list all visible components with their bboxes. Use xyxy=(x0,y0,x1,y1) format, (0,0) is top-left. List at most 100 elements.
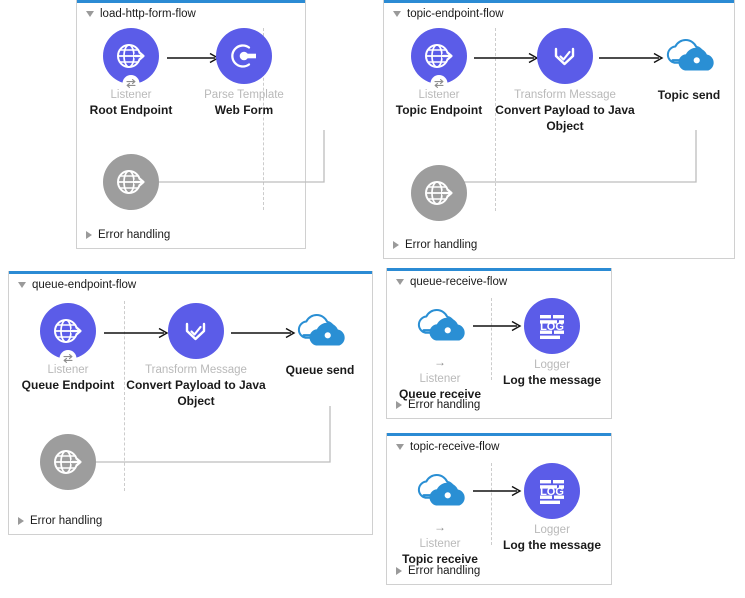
node-bubble[interactable] xyxy=(216,28,272,84)
flow-title: topic-receive-flow xyxy=(410,441,500,453)
node-subtitle: Listener xyxy=(418,89,460,101)
log-icon: LOG xyxy=(540,315,564,339)
listener-arrow-badge-icon: → xyxy=(434,520,446,534)
connector-arrow xyxy=(473,485,522,497)
panel-accent-bar xyxy=(77,0,305,3)
flow-node[interactable]: Parse Template Web Form xyxy=(169,28,319,119)
node-name: Topic Endpoint xyxy=(395,103,483,118)
node-subtitle: Transform Message xyxy=(145,364,247,376)
node-bubble[interactable] xyxy=(411,28,467,92)
node-subtitle: Listener xyxy=(419,538,461,550)
error-handling-label: Error handling xyxy=(408,565,481,577)
globe-listener-icon xyxy=(117,44,148,68)
node-bubble[interactable] xyxy=(412,298,468,354)
panel-accent-bar xyxy=(387,268,611,271)
panel-header[interactable]: queue-endpoint-flow xyxy=(9,274,372,295)
panel-header[interactable]: topic-receive-flow xyxy=(387,436,611,457)
panel-header[interactable]: load-http-form-flow xyxy=(77,3,305,24)
globe-error-icon xyxy=(425,181,456,205)
flow-node[interactable]: Listener Root Endpoint xyxy=(56,28,206,119)
node-bubble[interactable] xyxy=(537,28,593,84)
error-handling-footer[interactable]: Error handling xyxy=(77,229,305,248)
expand-triangle-right-icon[interactable] xyxy=(18,517,24,525)
cloud-receive-icon xyxy=(417,474,465,506)
error-handling-label: Error handling xyxy=(30,515,103,527)
parse-template-icon xyxy=(231,44,256,68)
node-name: Convert Payload to Java Object xyxy=(495,103,635,133)
flow-node[interactable]: LOG Logger Log the message xyxy=(477,463,627,554)
node-bubble[interactable] xyxy=(412,463,468,519)
panel-accent-bar xyxy=(387,433,611,436)
flow-node[interactable]: Transform Message Convert Payload to Jav… xyxy=(121,303,271,409)
connector-arrow xyxy=(599,52,664,64)
flow-panel-topic-receive-flow[interactable]: topic-receive-flow → Listener Topic rece… xyxy=(386,433,612,585)
flow-divider xyxy=(263,28,264,210)
flow-node-error[interactable] xyxy=(364,165,514,221)
panel-header[interactable]: topic-endpoint-flow xyxy=(384,3,734,24)
flow-node[interactable]: → Listener Queue receive xyxy=(365,298,515,403)
node-bubble[interactable] xyxy=(168,303,224,359)
error-handling-footer[interactable]: Error handling xyxy=(387,565,611,584)
node-bubble[interactable] xyxy=(661,28,717,84)
node-subtitle: Logger xyxy=(534,524,570,536)
flow-divider xyxy=(495,28,496,211)
flow-node-error[interactable] xyxy=(56,154,206,210)
node-subtitle: Parse Template xyxy=(204,89,284,101)
log-icon: LOG xyxy=(540,480,564,504)
node-bubble[interactable] xyxy=(103,154,159,210)
transform-message-icon xyxy=(554,47,575,66)
node-bubble[interactable]: LOG xyxy=(524,463,580,519)
collapse-triangle-down-icon[interactable] xyxy=(396,444,404,450)
node-name: Topic receive xyxy=(402,552,478,567)
node-subtitle: Listener xyxy=(419,373,461,385)
node-bubble[interactable] xyxy=(103,28,159,92)
flow-panel-topic-endpoint-flow[interactable]: topic-endpoint-flow xyxy=(383,0,735,259)
flow-node[interactable]: Transform Message Convert Payload to Jav… xyxy=(490,28,640,134)
node-name: Queue receive xyxy=(398,387,482,402)
flow-panel-queue-endpoint-flow[interactable]: queue-endpoint-flow xyxy=(8,271,373,535)
expand-triangle-right-icon[interactable] xyxy=(86,231,92,239)
collapse-triangle-down-icon[interactable] xyxy=(86,11,94,17)
flow-node[interactable]: Topic send xyxy=(614,28,745,103)
collapse-triangle-down-icon[interactable] xyxy=(393,11,401,17)
node-bubble[interactable] xyxy=(40,434,96,490)
panel-header[interactable]: queue-receive-flow xyxy=(387,271,611,292)
flow-node[interactable]: Queue send xyxy=(245,303,395,378)
exchange-badge-icon xyxy=(122,75,140,92)
error-handling-label: Error handling xyxy=(98,229,171,241)
error-handling-label: Error handling xyxy=(408,399,481,411)
node-bubble[interactable] xyxy=(40,303,96,367)
flow-title: topic-endpoint-flow xyxy=(407,8,504,20)
cloud-send-icon xyxy=(666,39,714,71)
flow-node[interactable]: Listener Queue Endpoint xyxy=(0,303,143,394)
node-name: Queue send xyxy=(285,363,355,377)
expand-triangle-right-icon[interactable] xyxy=(396,401,402,409)
globe-listener-icon xyxy=(54,319,85,343)
node-bubble[interactable] xyxy=(292,303,348,359)
expand-triangle-right-icon[interactable] xyxy=(396,567,402,575)
transform-message-icon xyxy=(185,322,206,341)
flow-panel-queue-receive-flow[interactable]: queue-receive-flow → Listener Queue rece… xyxy=(386,268,612,419)
flow-title: load-http-form-flow xyxy=(100,8,196,20)
node-bubble[interactable] xyxy=(411,165,467,221)
error-handling-footer[interactable]: Error handling xyxy=(387,399,611,418)
node-name: Web Form xyxy=(214,103,274,118)
node-bubble[interactable]: LOG xyxy=(524,298,580,354)
node-name: Root Endpoint xyxy=(89,103,173,118)
flow-panel-load-http-form-flow[interactable]: load-http-form-flow xyxy=(76,0,325,249)
collapse-triangle-down-icon[interactable] xyxy=(18,282,26,288)
flow-node-error[interactable] xyxy=(0,434,143,490)
exchange-badge-icon xyxy=(59,350,77,367)
panel-accent-bar xyxy=(384,0,734,3)
flow-node[interactable]: → Listener Topic receive xyxy=(365,463,515,568)
flow-node[interactable]: LOG Logger Log the message xyxy=(477,298,627,389)
flow-node[interactable]: Listener Topic Endpoint xyxy=(364,28,514,119)
error-handling-footer[interactable]: Error handling xyxy=(9,515,372,534)
exchange-badge-icon xyxy=(430,75,448,92)
globe-error-icon xyxy=(54,450,85,474)
collapse-triangle-down-icon[interactable] xyxy=(396,279,404,285)
expand-triangle-right-icon[interactable] xyxy=(393,241,399,249)
flow-divider xyxy=(491,463,492,545)
error-handling-footer[interactable]: Error handling xyxy=(384,239,734,258)
